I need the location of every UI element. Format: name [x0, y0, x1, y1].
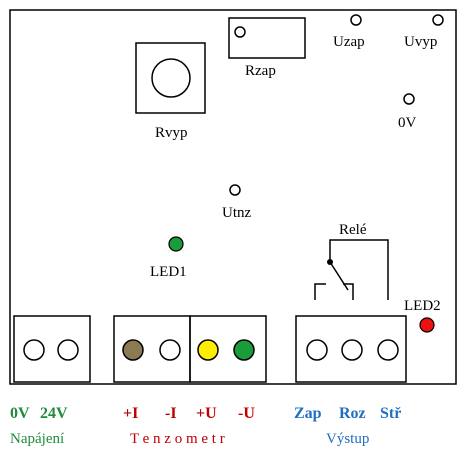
- terminal-minus-u: [233, 339, 255, 361]
- utnz-test-point: [229, 184, 241, 196]
- rzap-label: Rzap: [245, 63, 276, 79]
- terminal-block-output: [295, 315, 407, 383]
- term-label-plus-i: +I: [123, 405, 138, 422]
- relay-contact-left: [314, 283, 326, 300]
- rzap-adjust-screw: [234, 26, 246, 38]
- rvyp-label: Rvyp: [155, 125, 188, 141]
- term-label-str: Stř: [380, 405, 401, 422]
- rzap-body: [228, 17, 306, 59]
- power-block-body: [13, 315, 91, 383]
- led2-label: LED2: [404, 298, 441, 314]
- relay-symbol: [314, 239, 389, 300]
- terminal-0v: [23, 339, 45, 361]
- utnz-label: Utnz: [222, 205, 252, 221]
- terminal-24v: [57, 339, 79, 361]
- terminal-zap: [306, 339, 328, 361]
- board-outline: [9, 9, 457, 385]
- terminal-plus-i: [122, 339, 144, 361]
- zero-v-label: 0V: [398, 115, 417, 131]
- term-label-0v: 0V: [10, 405, 30, 422]
- terminal-minus-i: [159, 339, 181, 361]
- rvyp-potentiometer: [135, 42, 206, 114]
- relay-contact-right: [343, 283, 354, 300]
- rele-label: Relé: [339, 222, 367, 238]
- term-label-plus-u: +U: [196, 405, 217, 422]
- group-label-vystup: Výstup: [326, 431, 369, 447]
- term-label-24v: 24V: [40, 405, 68, 422]
- rzap-trimmer: [228, 17, 306, 59]
- output-block-body: [295, 315, 407, 383]
- uvyp-label: Uvyp: [404, 34, 437, 50]
- term-label-minus-u: -U: [238, 405, 255, 422]
- tenzometr-block-right: [189, 315, 267, 383]
- uvyp-test-point: [432, 14, 444, 26]
- relay-pivot-dot: [327, 259, 333, 265]
- terminal-str: [377, 339, 399, 361]
- rvyp-knob: [151, 58, 191, 98]
- relay-coil-wire: [329, 239, 389, 300]
- term-label-zap: Zap: [294, 405, 322, 422]
- terminal-roz: [341, 339, 363, 361]
- zero-v-test-point: [403, 93, 415, 105]
- terminal-plus-u: [197, 339, 219, 361]
- group-label-napajeni: Napájení: [10, 431, 64, 447]
- term-label-minus-i: -I: [165, 405, 177, 422]
- uzap-test-point: [350, 14, 362, 26]
- led2-indicator: [419, 317, 435, 333]
- led1-indicator: [168, 236, 184, 252]
- group-label-tenzometr: T e n z o m e t r: [130, 431, 225, 447]
- rvyp-body: [135, 42, 206, 114]
- terminal-block-tenzometr: [113, 315, 267, 383]
- term-label-roz: Roz: [339, 405, 366, 422]
- led1-label: LED1: [150, 264, 187, 280]
- relay-contact-arm: [329, 261, 349, 291]
- uzap-label: Uzap: [333, 34, 365, 50]
- terminal-block-power: [13, 315, 91, 383]
